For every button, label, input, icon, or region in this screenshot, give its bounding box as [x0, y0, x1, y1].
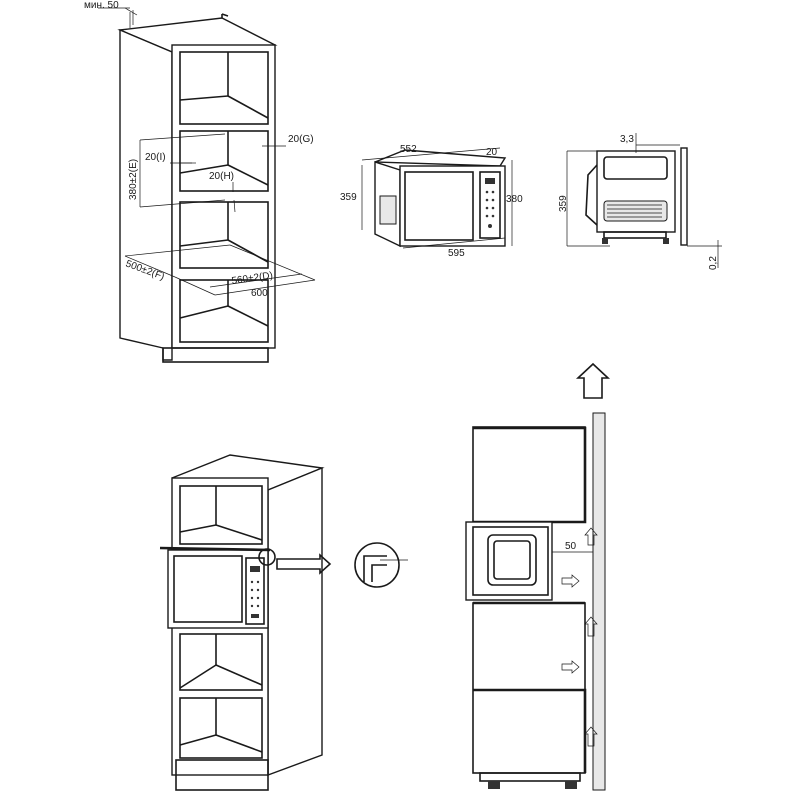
installed-control-buttons: [250, 580, 260, 618]
foot-right: [663, 238, 669, 244]
detail-callout-circle: [258, 548, 276, 566]
top-offset-label: 3,3: [620, 134, 634, 145]
microwave-top: [374, 149, 507, 167]
airflow-up-arrow-icon: [575, 362, 611, 399]
airflow-arrow-icon: [584, 616, 598, 637]
ventilation-section-view: 50: [465, 362, 611, 791]
gap-h-label: 20(H): [209, 171, 234, 182]
microwave-front-view: 552 20 359 380 595: [340, 144, 523, 259]
installed-control-panel: [245, 557, 265, 625]
vent-slots: [607, 204, 662, 218]
cabinet-dimension-view: мин. 50 380±2(E) 20(I) 20(G) 20(H) 500±2…: [84, 0, 316, 363]
cabinet-plinth: [162, 347, 269, 363]
detail-magnified-circle: [354, 542, 400, 588]
wall: [592, 412, 606, 791]
airflow-arrow-icon: [584, 527, 598, 546]
cabinet-foot: [565, 781, 577, 789]
microwave-compartment: [179, 130, 269, 192]
microwave-door-window: [487, 534, 537, 586]
microwave-section: [465, 521, 553, 601]
height-right-label: 380: [506, 194, 523, 205]
cabinet-front: [171, 44, 276, 349]
width-outer-label: 600: [251, 288, 268, 299]
bottom-offset-label: 0,2: [708, 256, 719, 270]
oven-compartment: [179, 201, 269, 269]
ventilation-gap-label: 50: [565, 541, 577, 552]
lower-cabinet-section: [472, 602, 586, 774]
control-buttons: [485, 178, 495, 228]
height-left-label: 359: [340, 192, 357, 203]
control-panel: [479, 171, 501, 239]
mounting-frame: [680, 147, 688, 246]
microwave-side-vent: [379, 195, 397, 225]
upper-cabinet-section: [472, 426, 586, 523]
side-height-label: 359: [558, 195, 569, 212]
depth-label: 552: [400, 144, 417, 155]
side-vent-grille: [603, 200, 668, 222]
bottom-compartment: [179, 279, 269, 343]
gap-g-label: 20(G): [288, 134, 314, 145]
top-compartment: [179, 51, 269, 125]
width-label: 595: [448, 248, 465, 259]
foot-left: [602, 238, 608, 244]
cabinet2-side: [267, 466, 323, 777]
gap-i-label: 20(I): [145, 152, 166, 163]
top-vent-window: [603, 156, 668, 180]
microwave-side-view: 3,3 359 0,2: [558, 133, 722, 270]
detail-arrow-icon: [276, 553, 332, 575]
airflow-arrow-icon: [561, 574, 580, 588]
cabinet-installed-view: [159, 454, 408, 791]
height-e-label: 380±2(E): [128, 159, 139, 200]
airflow-arrow-icon: [584, 726, 598, 747]
cabinet2-plinth: [175, 759, 269, 791]
min-clearance-label: мин. 50: [84, 0, 119, 11]
frame-label: 20: [486, 147, 498, 158]
cabinet-foot: [488, 781, 500, 789]
airflow-arrow-icon: [561, 660, 580, 674]
